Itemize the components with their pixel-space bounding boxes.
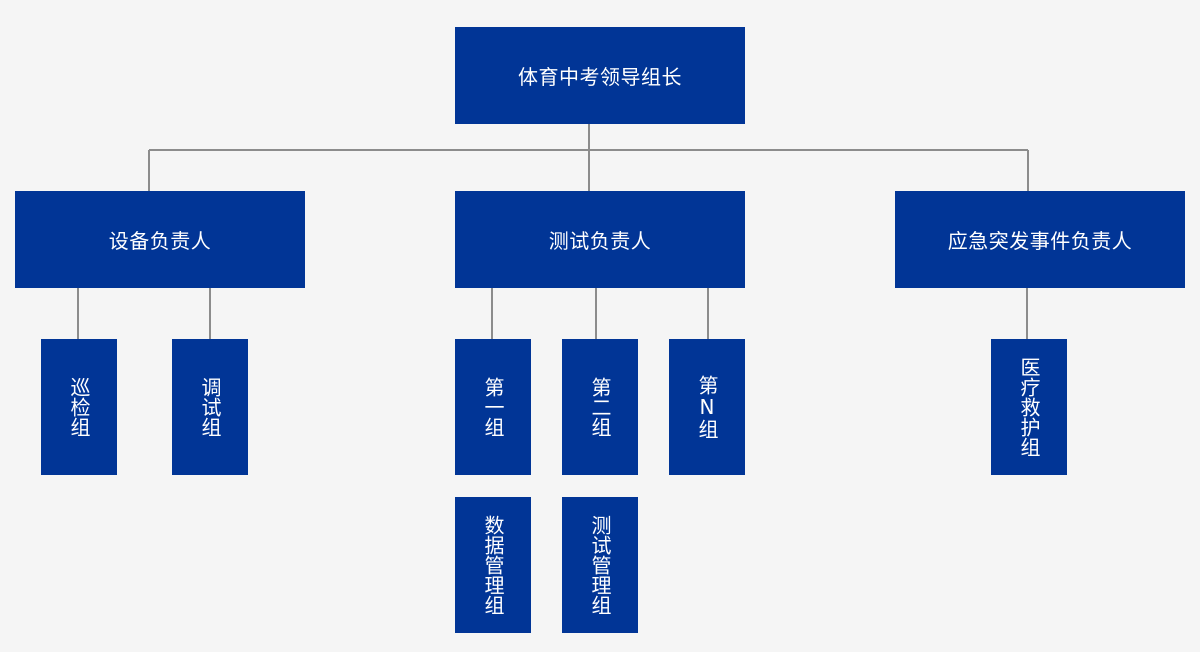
node-testing-lead-label: 测试负责人 [548, 229, 652, 253]
node-group-two: 第二组 [562, 339, 638, 475]
node-medical-rescue-group-label: 医疗救护组 [1017, 357, 1041, 457]
node-leadership-head: 体育中考领导组长 [455, 27, 745, 124]
node-testing-lead: 测试负责人 [455, 191, 745, 288]
node-group-n: 第N组 [669, 339, 745, 475]
node-equipment-lead-label: 设备负责人 [108, 229, 212, 253]
node-group-one: 第一组 [455, 339, 531, 475]
node-group-two-label: 第二组 [588, 377, 612, 437]
node-group-n-label: 第N组 [695, 375, 719, 439]
node-patrol-group: 巡检组 [41, 339, 117, 475]
node-leadership-head-label: 体育中考领导组长 [518, 65, 682, 89]
node-group-one-label: 第一组 [481, 377, 505, 437]
node-debug-group-label: 调试组 [198, 377, 222, 437]
node-equipment-lead: 设备负责人 [15, 191, 305, 288]
node-data-management-group: 数据管理组 [455, 497, 531, 633]
node-test-management-group-label: 测试管理组 [588, 515, 612, 615]
node-emergency-lead-label: 应急突发事件负责人 [947, 229, 1133, 253]
node-debug-group: 调试组 [172, 339, 248, 475]
node-patrol-group-label: 巡检组 [67, 377, 91, 437]
node-emergency-lead: 应急突发事件负责人 [895, 191, 1185, 288]
node-test-management-group: 测试管理组 [562, 497, 638, 633]
node-medical-rescue-group: 医疗救护组 [991, 339, 1067, 475]
node-data-management-group-label: 数据管理组 [481, 515, 505, 615]
